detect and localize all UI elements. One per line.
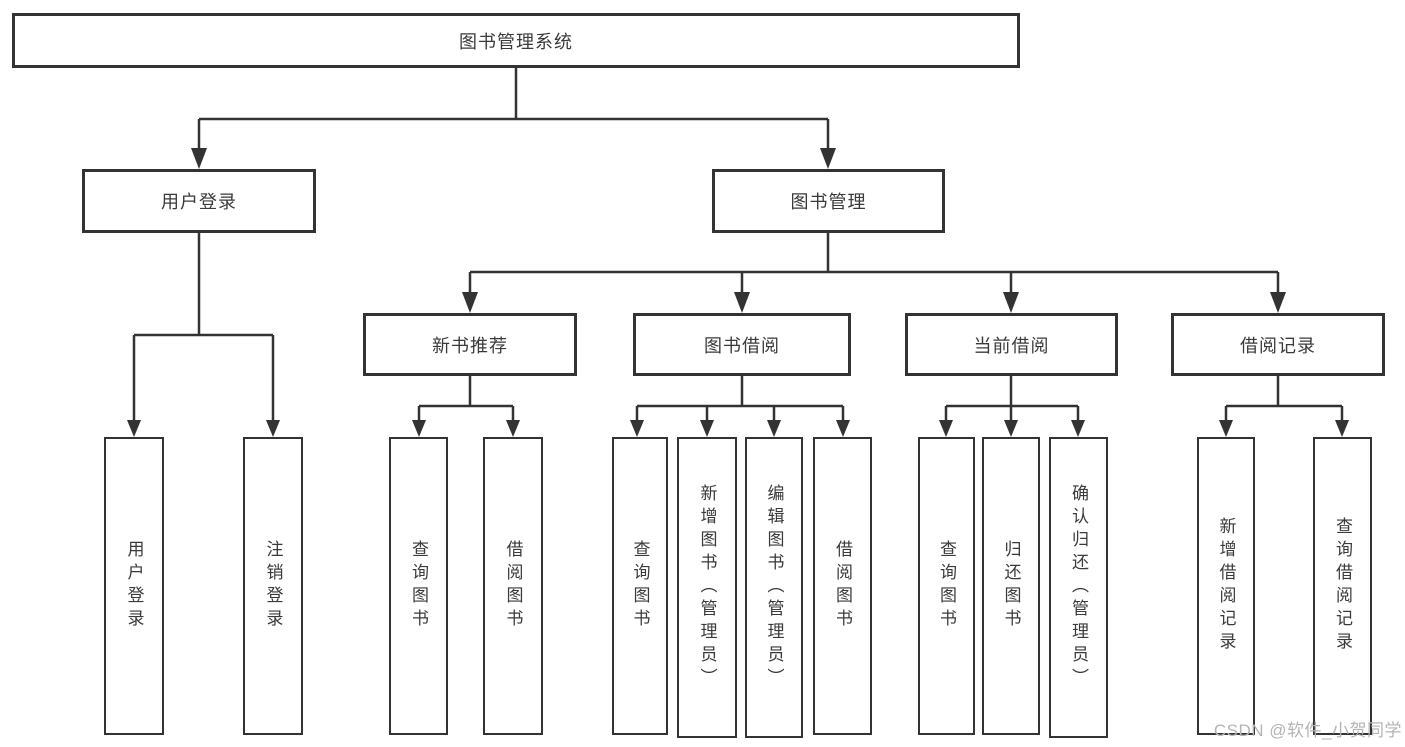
leaf-borrow-books-recommend: 借阅图书 (483, 437, 543, 735)
node-label: 用户登录 (124, 540, 144, 632)
node-label: 图书借阅 (704, 335, 780, 356)
node-new-book-recommend: 新书推荐 (363, 313, 577, 376)
node-book-management: 图书管理 (712, 169, 945, 233)
leaf-query-books-borrowing: 查询图书 (612, 437, 668, 735)
node-label: 归还图书 (1001, 540, 1021, 632)
node-label: 借阅记录 (1240, 335, 1316, 356)
node-label: 查询图书 (630, 540, 650, 632)
leaf-user-login: 用户登录 (104, 437, 164, 735)
node-label: 注销登录 (263, 540, 283, 632)
connector-segments (132, 68, 1344, 421)
node-label: 确认归还（管理员） (1069, 484, 1088, 691)
node-label: 新书推荐 (432, 335, 508, 356)
node-label: 借阅图书 (503, 540, 523, 632)
leaf-confirm-return-admin: 确认归还（管理员） (1049, 437, 1108, 738)
node-library-management-system: 图书管理系统 (12, 13, 1020, 68)
node-label: 新增借阅记录 (1216, 517, 1236, 655)
node-current-borrowing: 当前借阅 (905, 313, 1118, 376)
arrowheads (127, 148, 1349, 437)
node-borrowing-records: 借阅记录 (1171, 313, 1385, 376)
leaf-query-books-recommend: 查询图书 (389, 437, 448, 735)
node-label: 查询图书 (937, 540, 956, 632)
leaf-logout: 注销登录 (243, 437, 303, 735)
leaf-query-books-current: 查询图书 (918, 437, 975, 735)
node-label: 编辑图书（管理员） (764, 484, 784, 691)
node-label: 新增图书（管理员） (697, 484, 717, 691)
node-label: 图书管理系统 (459, 31, 573, 52)
leaf-return-books: 归还图书 (982, 437, 1040, 735)
leaf-query-borrow-record: 查询借阅记录 (1313, 437, 1372, 735)
node-user-login: 用户登录 (82, 169, 316, 233)
leaf-add-borrow-record: 新增借阅记录 (1197, 437, 1255, 735)
node-book-borrowing: 图书借阅 (633, 313, 851, 376)
node-label: 当前借阅 (973, 335, 1050, 356)
node-label: 图书管理 (790, 192, 867, 212)
node-label: 借阅图书 (833, 540, 852, 632)
leaf-borrow-books: 借阅图书 (813, 437, 872, 735)
leaf-edit-books-admin: 编辑图书（管理员） (745, 437, 803, 738)
node-label: 用户登录 (161, 192, 237, 212)
csdn-watermark: CSDN @软件_小贺同学 (1213, 721, 1402, 740)
node-label: 查询图书 (409, 540, 428, 632)
node-label: 查询借阅记录 (1333, 517, 1352, 655)
leaf-add-books-admin: 新增图书（管理员） (677, 437, 737, 738)
